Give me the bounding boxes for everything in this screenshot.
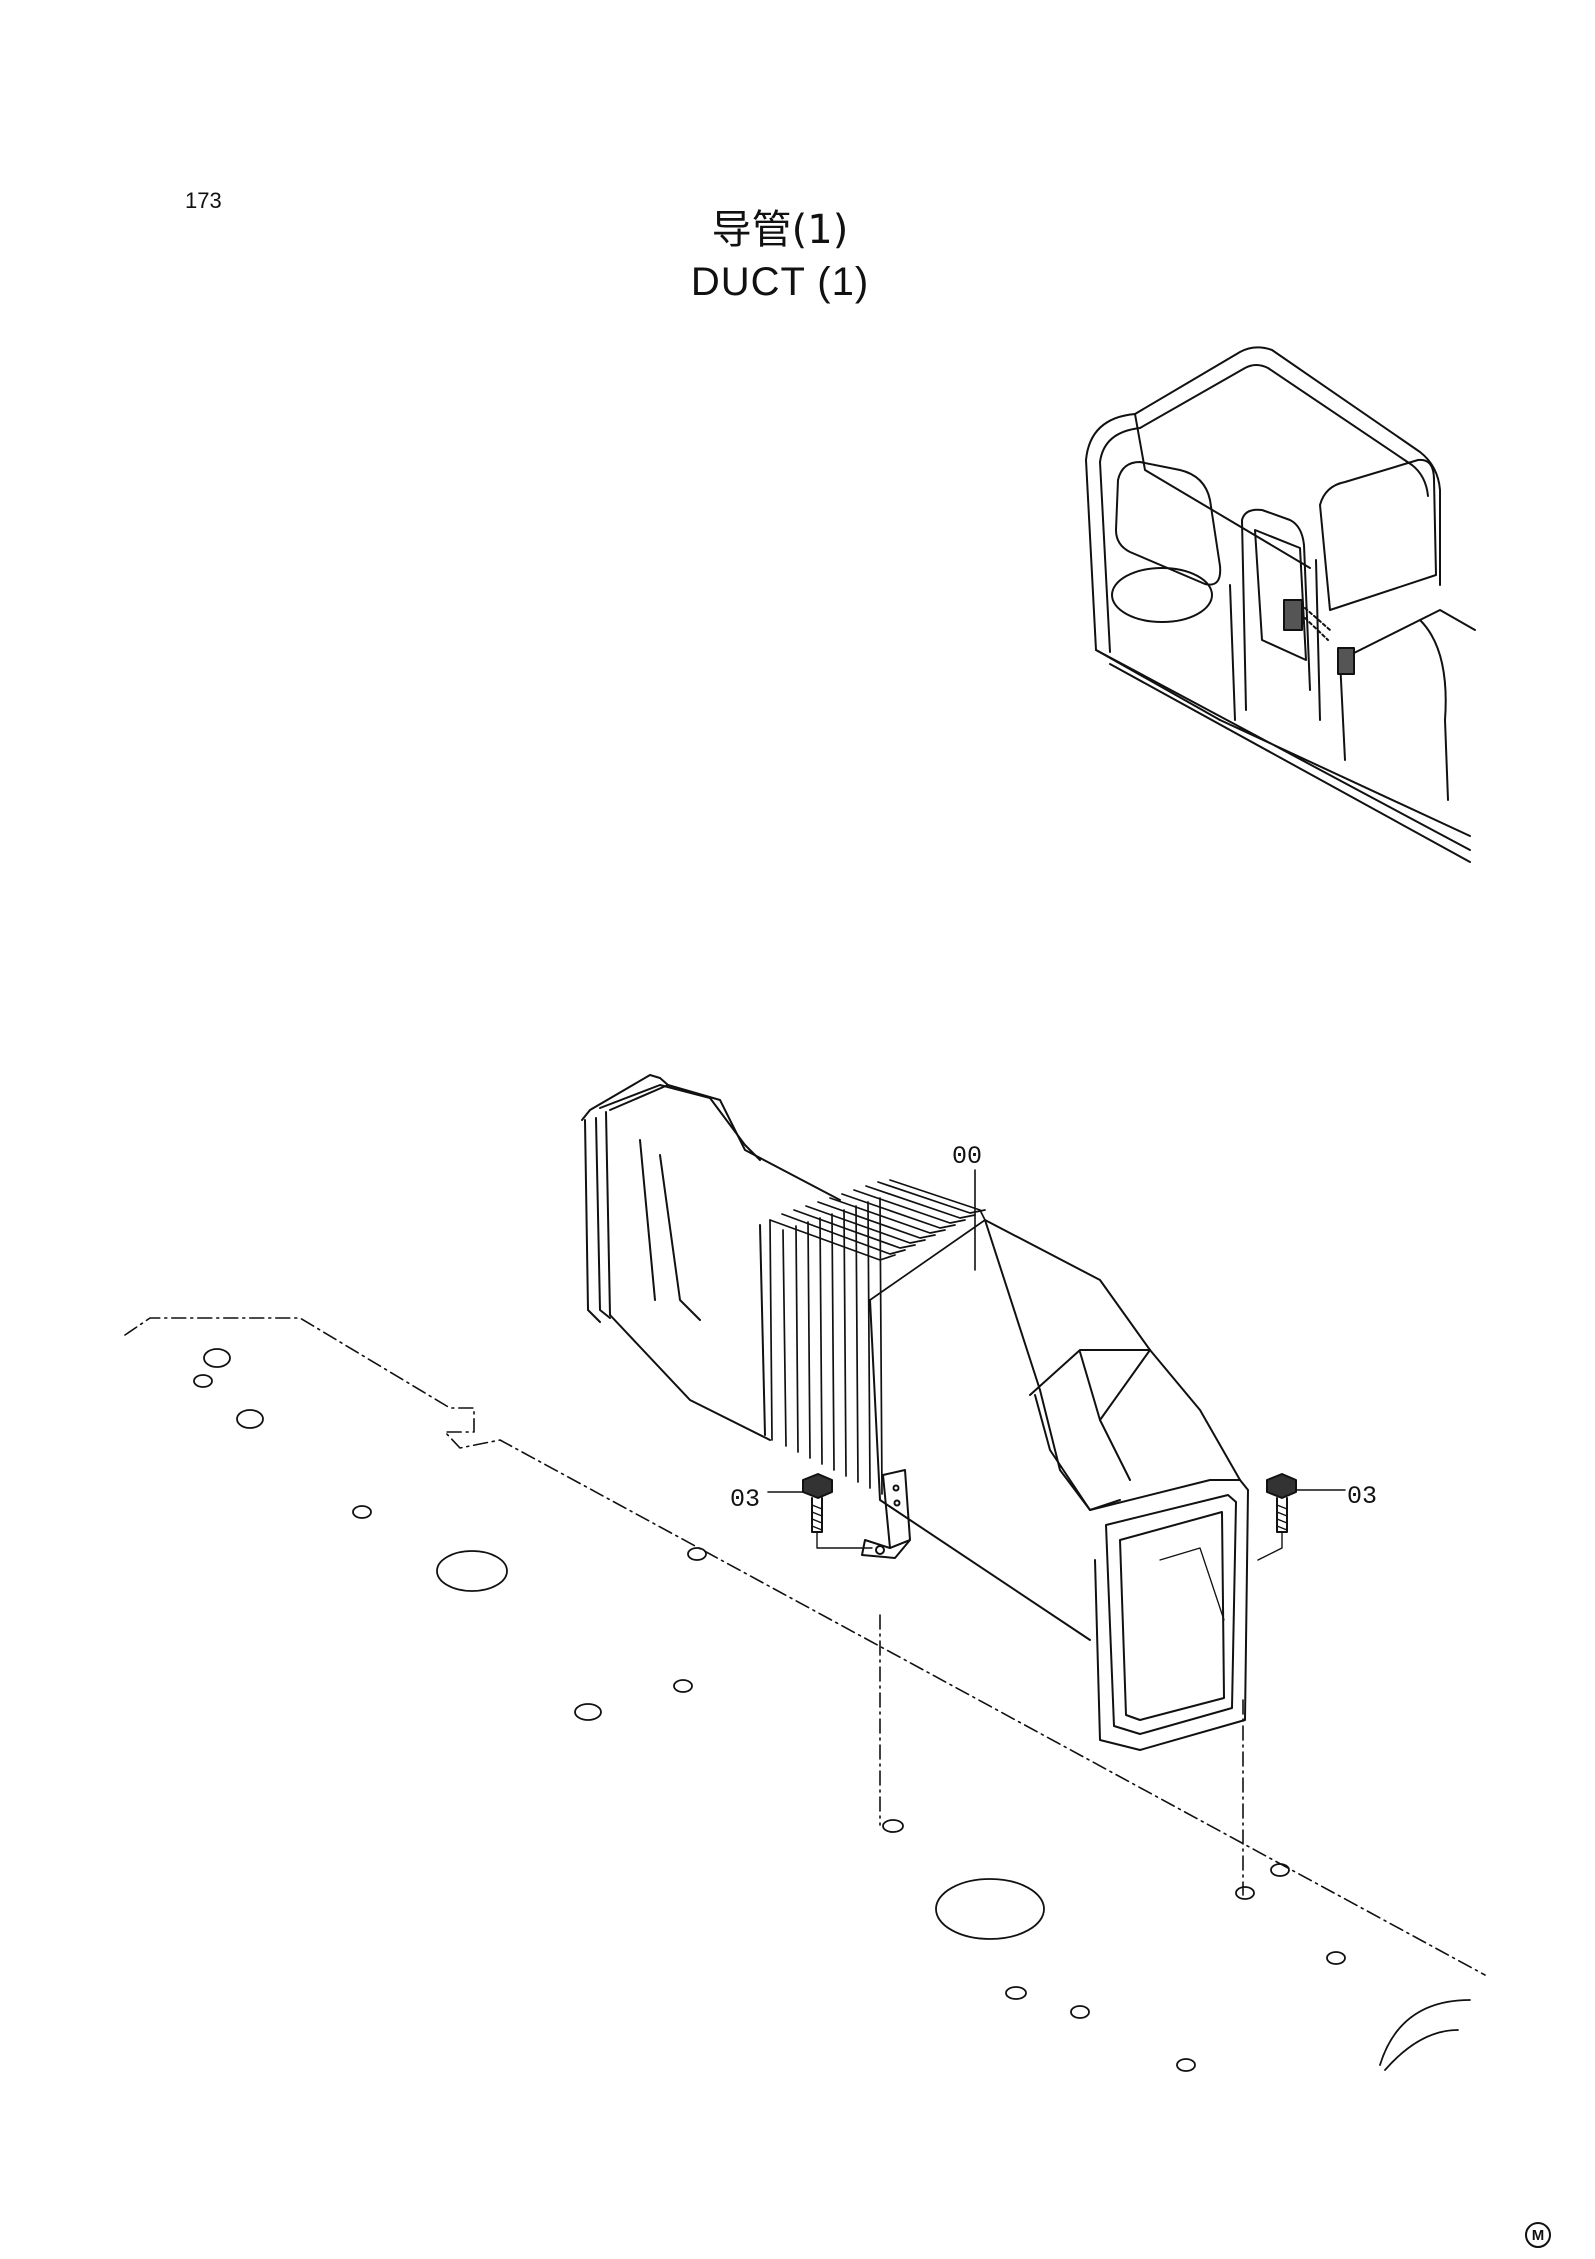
excavator-cab-icon [1085, 346, 1476, 863]
callout-duct: 00 [952, 1142, 983, 1171]
callout-bolt-right: 03 [1347, 1482, 1378, 1511]
bolt-left [767, 1473, 873, 1549]
page-title: 导管(1) DUCT (1) [0, 205, 1560, 309]
bellows [769, 1179, 986, 1495]
chassis-holes [193, 1348, 1471, 2072]
chassis-plate [124, 1317, 1486, 1976]
bolt-right [1257, 1473, 1346, 1561]
page-number: 173 [185, 188, 222, 213]
circled-m-mark: M [1525, 2222, 1551, 2248]
page-title-cn: 导管(1) [711, 207, 849, 253]
callout-bolt-left: 03 [730, 1485, 761, 1514]
page-title-en: DUCT (1) [690, 260, 870, 304]
bracket [861, 1469, 911, 1559]
duct-assembly-icon [581, 1074, 1249, 1751]
